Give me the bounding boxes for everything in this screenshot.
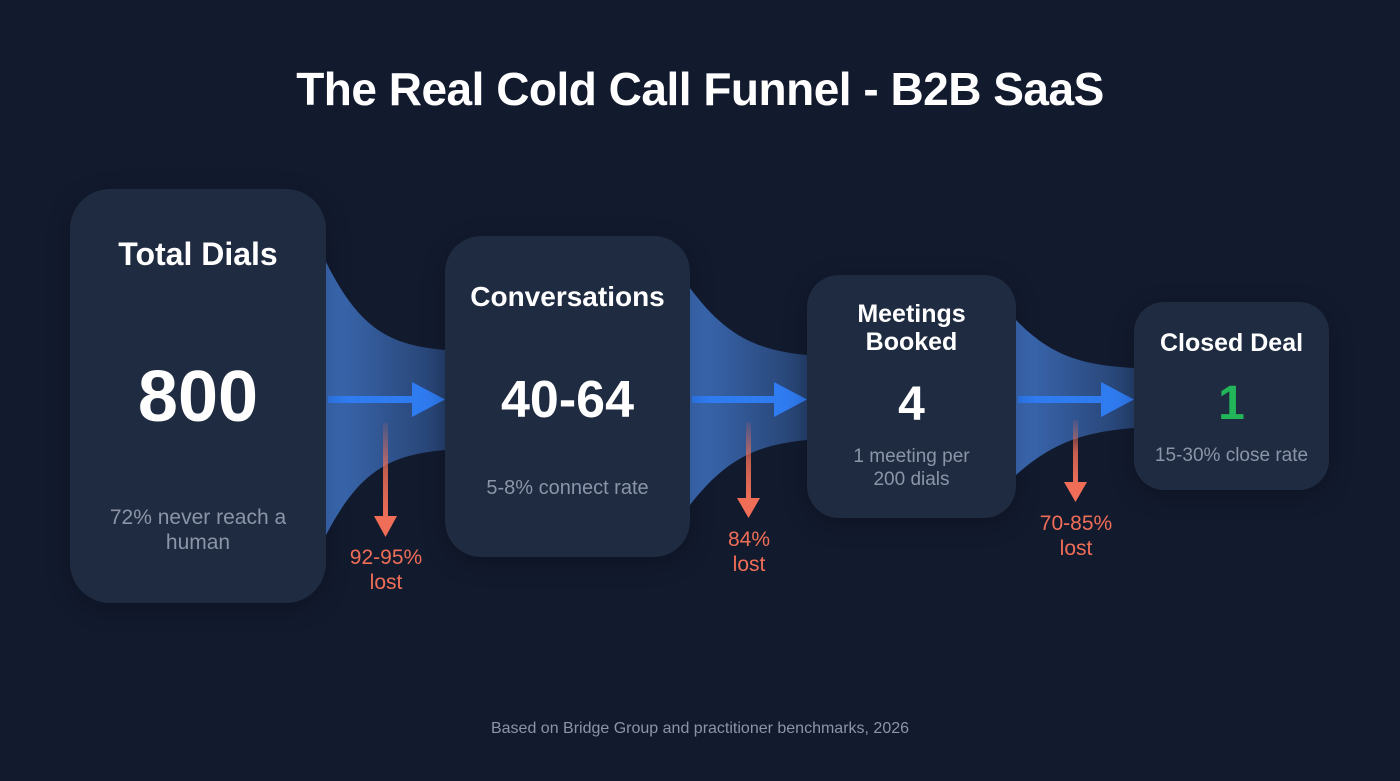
stage-value: 1 [1218, 377, 1245, 430]
loss-label-2: 84% lost [689, 527, 809, 577]
arrow-down-icon [737, 422, 760, 518]
stage-label: Total Dials [118, 236, 278, 272]
stage-note: 15-30% close rate [1154, 445, 1309, 466]
page-title: The Real Cold Call Funnel - B2B SaaS [296, 63, 1104, 115]
funnel-connector-2 [690, 288, 807, 518]
stage-label: Closed Deal [1159, 329, 1304, 357]
funnel-connector-1 [326, 262, 445, 537]
loss-percent: 70-85% [1039, 512, 1113, 535]
stage-card-conversations: Conversations 40-64 5-8% connect rate [445, 236, 690, 557]
stage-note: 5-8% connect rate [486, 477, 649, 499]
stage-value: 4 [898, 378, 925, 431]
loss-text: lost [369, 571, 403, 595]
source-footnote: Based on Bridge Group and practitioner b… [490, 720, 910, 737]
arrow-down-icon [374, 423, 397, 537]
loss-label-3: 70-85% lost [1016, 511, 1136, 561]
loss-text: lost [1059, 537, 1093, 561]
stage-card-closed-deal: Closed Deal 1 15-30% close rate [1134, 302, 1329, 490]
stage-value: 40-64 [501, 371, 634, 429]
stage-label: Meetings Booked [857, 300, 966, 356]
stage-card-meetings-booked: Meetings Booked 4 1 meeting per 200 dial… [807, 275, 1016, 518]
loss-label-1: 92-95% lost [326, 545, 446, 595]
arrow-right-icon [692, 382, 807, 417]
loss-text: lost [732, 553, 766, 577]
stage-note: 1 meeting per 200 dials [853, 446, 970, 490]
funnel-connector-3 [1016, 320, 1134, 502]
arrow-right-icon [328, 382, 445, 417]
stage-label: Conversations [470, 281, 665, 312]
loss-percent: 92-95% [349, 546, 423, 569]
stage-card-total-dials: Total Dials 800 72% never reach a human [70, 189, 326, 603]
stage-note: 72% never reach a human [109, 506, 287, 555]
stage-value: 800 [137, 357, 259, 437]
arrow-right-icon [1018, 382, 1134, 417]
loss-percent: 84% [727, 528, 771, 551]
arrow-down-icon [1064, 420, 1087, 502]
